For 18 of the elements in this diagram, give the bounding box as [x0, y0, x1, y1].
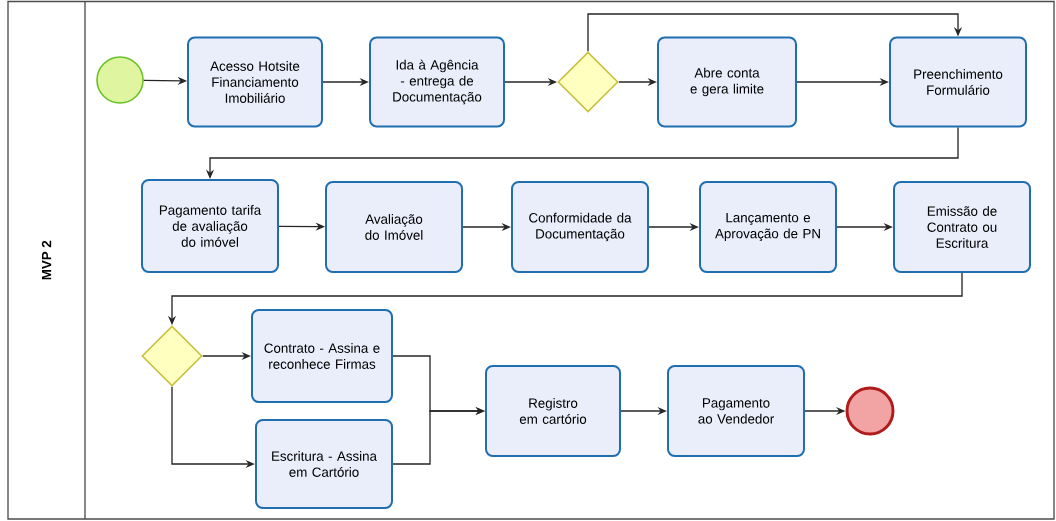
task-box: Pagamento ao Vendedor — [667, 365, 805, 457]
task-box: Preenchimento Formulário — [889, 36, 1027, 128]
task-box: Pagamento tarifa de avaliação do imóvel — [141, 179, 279, 273]
arrow — [587, 13, 963, 52]
end-event-circle — [845, 386, 895, 436]
gateway-diamond — [557, 51, 619, 113]
task-box: Avaliação do Imóvel — [325, 181, 463, 273]
start-event-circle — [96, 56, 144, 104]
task-box: Escritura - Assina em Cartório — [255, 419, 393, 509]
task-box: Ida à Agência - entrega de Documentação — [369, 36, 505, 128]
task-box: Contrato - Assina e reconhece Firmas — [251, 309, 393, 403]
task-box: Emissão de Contrato ou Escritura — [893, 181, 1031, 273]
task-box: Conformidade da Documentação — [511, 181, 649, 273]
task-box: Lançamento e Aprovação de PN — [699, 181, 837, 273]
task-box: Abre conta e gera limite — [657, 36, 797, 128]
task-box: Acesso Hotsite Financiamento Imobiliário — [187, 36, 323, 128]
task-box: Registro em cartório — [485, 365, 621, 457]
gateway-diamond — [141, 325, 203, 387]
